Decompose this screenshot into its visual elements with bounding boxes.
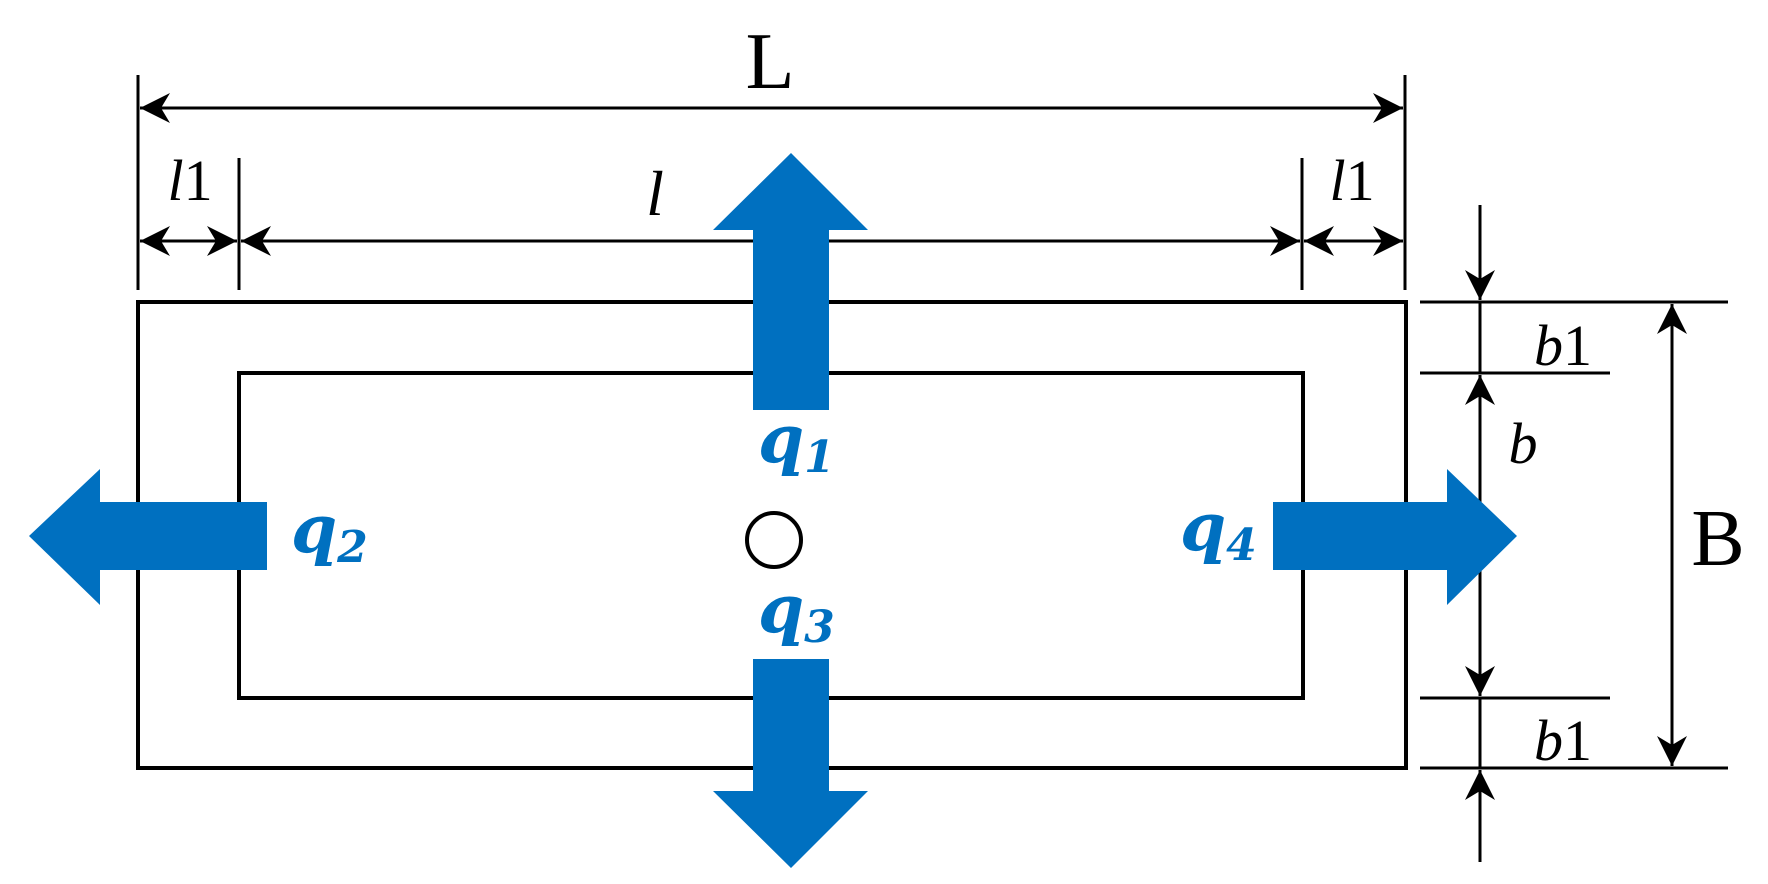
- center-circle: [745, 511, 803, 569]
- load-arrow-up: [713, 153, 868, 410]
- load-arrow-right: [1273, 469, 1517, 605]
- label-l: l: [646, 158, 664, 229]
- load-arrow-left: [29, 469, 267, 605]
- label-l1-right: l1: [1329, 148, 1374, 213]
- label-L: L: [746, 18, 795, 106]
- label-q2: q2: [291, 490, 368, 573]
- label-q3: q3: [758, 570, 835, 653]
- label-b: b: [1509, 411, 1538, 476]
- label-q1: q1: [758, 400, 835, 483]
- label-b1-top: b1: [1534, 313, 1592, 378]
- label-l1-left: l1: [167, 148, 212, 213]
- label-q4: q4: [1180, 488, 1257, 571]
- label-B: B: [1691, 495, 1744, 583]
- load-arrow-down: [713, 659, 868, 868]
- label-b1-bottom: b1: [1534, 708, 1592, 773]
